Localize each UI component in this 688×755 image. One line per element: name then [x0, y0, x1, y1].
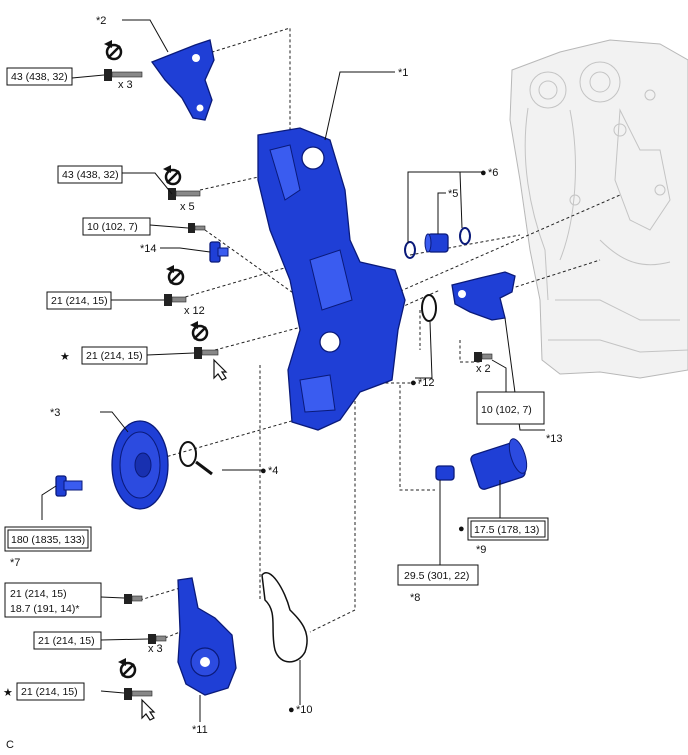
no-reuse-icon — [190, 321, 209, 342]
crankshaft-pulley — [111, 420, 169, 510]
front-oil-seal — [179, 441, 213, 476]
torque-oilpump-a: 21 (214, 15) — [10, 588, 67, 600]
callout-6: *6 — [488, 167, 498, 179]
bolt-icon — [474, 352, 493, 362]
o-rings — [404, 227, 471, 259]
callout-7: *7 — [10, 557, 20, 569]
callout-2: *2 — [96, 15, 106, 27]
bolt-icon — [168, 188, 201, 200]
callout-3: *3 — [50, 407, 60, 419]
bullet-markers: ● ● ● ● ● — [260, 167, 487, 716]
oil-pump — [177, 577, 237, 696]
torque-cover-top: 43 (438, 32) — [62, 169, 119, 181]
oil-sleeve — [424, 233, 449, 253]
qty-pump: x 2 — [476, 363, 491, 375]
torque-pump-bolts: 10 (102, 7) — [481, 404, 532, 416]
no-reuse-icon — [104, 40, 123, 61]
torque-pulley-bolt: 180 (1835, 133) — [11, 534, 85, 546]
oil-filter-union — [435, 465, 455, 481]
callout-14: *14 — [140, 243, 157, 255]
bullet-9: ● — [458, 523, 465, 535]
no-reuse-icon — [118, 658, 137, 679]
bullet-12: ● — [410, 377, 417, 389]
no-reuse-icon — [163, 165, 182, 186]
star-markers: ★ ★ — [3, 351, 70, 699]
bolt-icon — [124, 594, 143, 604]
callout-9: *9 — [476, 544, 486, 556]
qty-bracket: x 3 — [118, 79, 133, 91]
callout-5: *5 — [448, 188, 458, 200]
bolt-icon — [194, 347, 219, 359]
callout-8: *8 — [410, 592, 420, 604]
torque-cover-bolts: 21 (214, 15) — [51, 295, 108, 307]
bullet-10: ● — [288, 704, 295, 716]
oil-filter — [470, 438, 528, 490]
callout-12: *12 — [418, 377, 435, 389]
callout-11: *11 — [192, 724, 208, 736]
bullet-4: ● — [260, 465, 267, 477]
torque-boxes: 43 (438, 32) 43 (438, 32) 10 (102, 7) 21… — [4, 67, 549, 701]
engine-mount-bracket — [150, 39, 215, 121]
timing-chain-cover — [257, 127, 406, 431]
bullet-6: ● — [480, 167, 487, 179]
torque-oilpump-a2: 18.7 (191, 14)* — [10, 603, 79, 615]
star-icon: ★ — [60, 351, 70, 363]
callout-labels: *2 *1 *3 *4 *5 *6 *7 *8 *9 *10 *11 *12 *… — [10, 15, 563, 736]
star-icon: ★ — [3, 687, 13, 699]
callout-10: *10 — [296, 704, 313, 716]
figure-code: C — [6, 739, 14, 751]
do-not-reuse-icons — [104, 40, 209, 679]
bolt-icon — [148, 634, 167, 644]
torque-oilpump-star: 21 (214, 15) — [21, 686, 78, 698]
bolt-icon — [164, 294, 187, 306]
oil-pump-gasket — [261, 572, 308, 663]
hollow-arrow-icon — [141, 698, 156, 721]
callout-1: *1 — [398, 67, 408, 79]
hollow-arrow-icons — [141, 358, 228, 721]
water-inlet-housing — [451, 271, 516, 321]
callout-4: *4 — [268, 465, 278, 477]
torque-oilpump-b: 21 (214, 15) — [38, 635, 95, 647]
torque-small-bolt: 10 (102, 7) — [87, 221, 138, 233]
no-reuse-icon — [166, 265, 185, 286]
hollow-arrow-icon — [213, 358, 228, 381]
engine-block-ghost — [509, 39, 688, 379]
o-ring-12 — [421, 294, 437, 322]
pulley-bolt — [55, 475, 83, 497]
torque-bracket: 43 (438, 32) — [11, 71, 68, 83]
callout-13: *13 — [546, 433, 563, 445]
bolt-icon — [104, 69, 143, 81]
torque-star-mid: 21 (214, 15) — [86, 350, 143, 362]
bolt-icon — [124, 688, 153, 700]
qty-oilpump: x 3 — [148, 643, 163, 655]
torque-oil-filter: 17.5 (178, 13) — [474, 524, 539, 536]
torque-union: 29.5 (301, 22) — [404, 570, 469, 582]
quantity-labels: x 3 x 5 x 12 x 2 x 3 — [118, 79, 491, 655]
bolt-icon — [188, 223, 206, 233]
qty-cover-bolts: x 12 — [184, 305, 205, 317]
qty-cover-top: x 5 — [180, 201, 195, 213]
sensor-14 — [209, 241, 229, 263]
